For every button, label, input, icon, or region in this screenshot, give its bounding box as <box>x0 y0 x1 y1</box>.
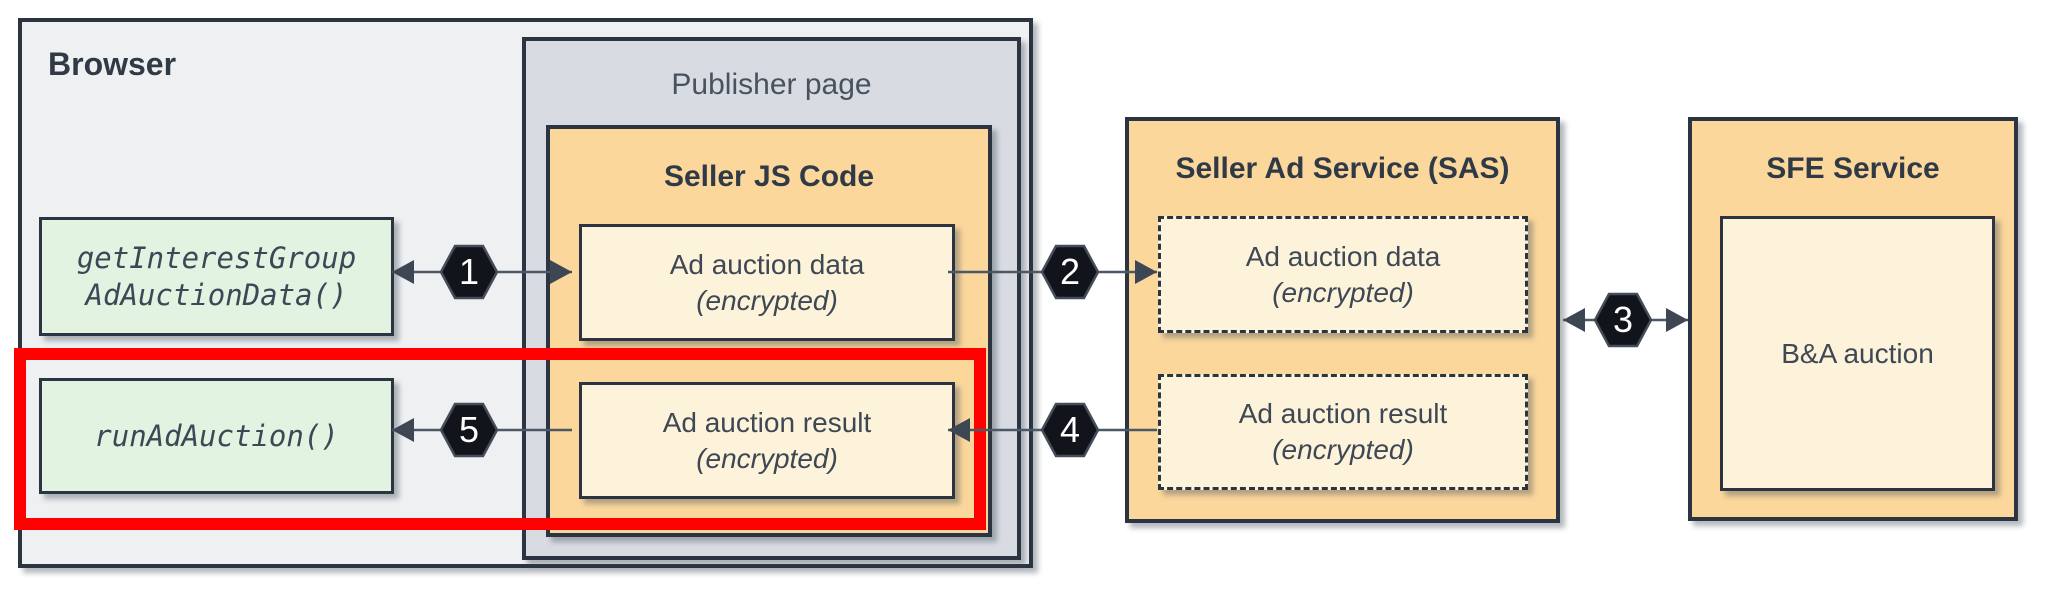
sas-ad-auction-result-label: Ad auction result <box>1238 398 1448 429</box>
js-ad-auction-data-encrypted-label: (encrypted) <box>696 284 838 316</box>
svg-text:2: 2 <box>1060 251 1080 292</box>
browser-label: Browser <box>48 46 177 82</box>
svg-text:3: 3 <box>1613 299 1633 340</box>
seller-ad-service-title: Seller Ad Service (SAS) <box>1175 152 1510 185</box>
sas-ad-auction-data-label: Ad auction data <box>1245 240 1441 272</box>
sas-ad-auction-data-encrypted-label: (encrypted) <box>1272 276 1414 308</box>
arrowhead-left-icon <box>1563 308 1585 332</box>
get-interest-group-ad-auction-data-box: getInterestGroup AdAuctionData() <box>39 217 394 336</box>
step-badge-4: 4 <box>1040 402 1100 458</box>
publisher-page-box: Publisher page Seller JS Code Ad auction… <box>522 37 1021 560</box>
sas-ad-auction-result-encrypted-label: (encrypted) <box>1272 434 1414 465</box>
js-ad-auction-result-box: Ad auction result (encrypted) <box>579 382 955 499</box>
browser-box: Browser Publisher page Seller JS Code Ad… <box>18 18 1033 568</box>
sas-ad-auction-result-box: Ad auction result (encrypted) <box>1158 374 1528 490</box>
seller-js-code-title: Seller JS Code <box>663 160 875 193</box>
highlight-rectangle <box>14 348 986 530</box>
flow-arrow-3: 3 <box>1563 292 1688 348</box>
ba-auction-label: B&A auction <box>1781 337 1934 369</box>
get-interest-group-line2: AdAuctionData() <box>85 277 348 312</box>
sas-ad-auction-data-box: Ad auction data (encrypted) <box>1158 216 1528 333</box>
js-ad-auction-result-encrypted-label: (encrypted) <box>696 442 838 474</box>
sfe-service-box: SFE Service B&A auction <box>1688 117 2018 521</box>
run-ad-auction-box: runAdAuction() <box>39 378 394 494</box>
get-interest-group-line1: getInterestGroup <box>76 240 357 275</box>
sfe-service-title: SFE Service <box>1766 152 1940 185</box>
run-ad-auction-label: runAdAuction() <box>94 418 339 453</box>
js-ad-auction-data-label: Ad auction data <box>669 248 865 280</box>
js-ad-auction-result-label: Ad auction result <box>662 406 872 438</box>
step-badge-3: 3 <box>1593 292 1653 348</box>
arrowhead-right-icon <box>1666 308 1688 332</box>
svg-text:4: 4 <box>1060 409 1080 450</box>
js-ad-auction-data-box: Ad auction data (encrypted) <box>579 224 955 341</box>
step-badge-2: 2 <box>1040 244 1100 300</box>
seller-ad-service-box: Seller Ad Service (SAS) Ad auction data … <box>1125 117 1560 523</box>
seller-js-code-box: Seller JS Code Ad auction data (encrypte… <box>546 125 992 537</box>
ba-auction-box: B&A auction <box>1720 216 1995 491</box>
publisher-page-label: Publisher page <box>671 68 872 101</box>
